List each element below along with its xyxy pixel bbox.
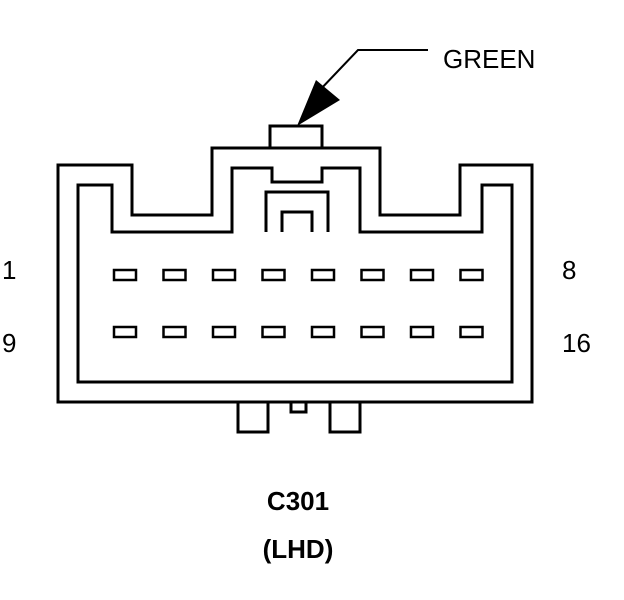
pin-cavity-7 bbox=[409, 268, 435, 282]
pin-cavity-8 bbox=[459, 268, 484, 282]
pin-cavity-9 bbox=[112, 325, 138, 339]
pin-cavity-2 bbox=[162, 268, 187, 282]
pointer-line bbox=[317, 49, 428, 93]
pin-cavity-14 bbox=[360, 325, 385, 339]
pin-cavity-16 bbox=[459, 325, 484, 339]
pin-label-9: 9 bbox=[2, 328, 16, 358]
outer-housing bbox=[56, 146, 534, 404]
pin-cavity-3 bbox=[211, 268, 237, 282]
pin-label-1: 1 bbox=[2, 255, 16, 285]
pin-cavity-1 bbox=[112, 268, 138, 282]
pointer-arrowhead bbox=[297, 80, 340, 126]
center-latch-outer bbox=[264, 190, 330, 232]
inner-cavity bbox=[76, 166, 514, 384]
pin-cavity-5 bbox=[310, 268, 336, 282]
wire-color-label: GREEN bbox=[443, 44, 535, 74]
pin-label-8: 8 bbox=[562, 255, 576, 285]
bottom-foot-right bbox=[328, 402, 362, 434]
pin-label-16: 16 bbox=[562, 328, 591, 358]
locking-tab bbox=[268, 124, 324, 148]
connector-variant: (LHD) bbox=[263, 534, 334, 564]
pin-cavity-10 bbox=[162, 325, 187, 339]
pin-cavity-15 bbox=[409, 325, 435, 339]
bottom-key bbox=[289, 402, 308, 414]
bottom-foot-left bbox=[236, 402, 270, 434]
pin-cavity-13 bbox=[310, 325, 336, 339]
pin-grid bbox=[112, 268, 484, 339]
pin-cavity-4 bbox=[261, 268, 286, 282]
color-pointer bbox=[297, 49, 428, 126]
pin-cavity-11 bbox=[211, 325, 237, 339]
pin-cavity-6 bbox=[360, 268, 385, 282]
connector-body bbox=[56, 124, 534, 434]
center-latch-inner bbox=[280, 210, 314, 232]
connector-id: C301 bbox=[267, 486, 329, 516]
pin-cavity-12 bbox=[261, 325, 286, 339]
